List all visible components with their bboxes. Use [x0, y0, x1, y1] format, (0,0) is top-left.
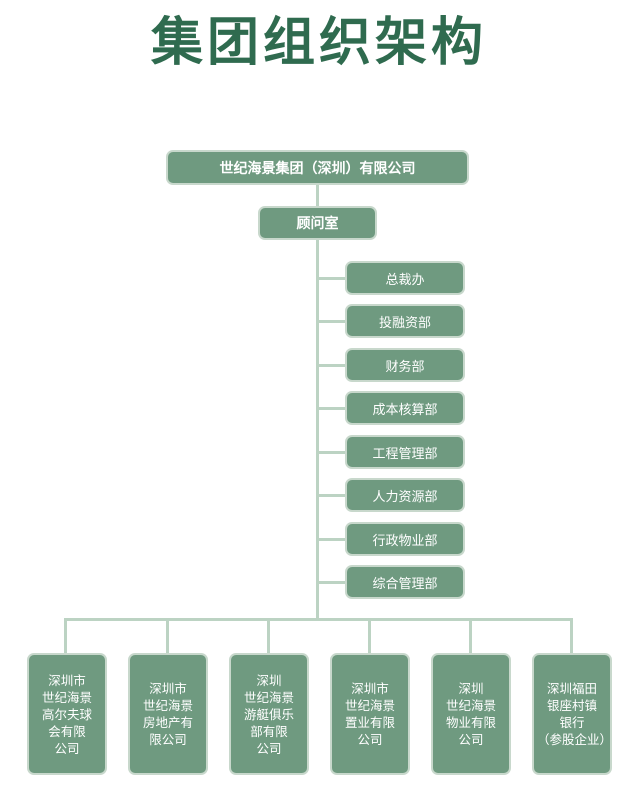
dept-box-investment-financing: 投融资部: [345, 304, 465, 338]
connector-dept-branch: [316, 494, 346, 497]
subsidiary-line: 银座村镇: [546, 698, 597, 713]
page-title: 集团组织架构: [150, 12, 487, 73]
subsidiary-line: 部有限: [250, 723, 288, 739]
connector-main-trunk: [316, 240, 319, 620]
connector-dept-branch: [316, 581, 346, 584]
dept-box-engineering: 工程管理部: [345, 435, 465, 469]
subsidiary-box-golf: 深圳市 世纪海景 高尔夫球 会有限 公司: [27, 653, 107, 775]
subsidiary-line: 世纪海景: [41, 689, 92, 705]
subsidiary-line: 世纪海景: [344, 698, 395, 713]
subsidiary-line: 物业有限: [445, 715, 496, 730]
subsidiary-line: 房地产有: [142, 715, 193, 730]
subsidiary-line: （参股企业）: [537, 732, 613, 747]
subsidiary-line: 公司: [256, 740, 282, 756]
subsidiary-line: 深圳市: [149, 681, 187, 696]
subsidiary-line: 深圳: [458, 681, 484, 696]
connector-subsidiary-branch: [64, 618, 67, 654]
connector-horizontal-bus: [65, 618, 573, 621]
subsidiary-line: 公司: [357, 732, 383, 747]
dept-box-admin-property: 行政物业部: [345, 522, 465, 556]
subsidiary-line: 游艇俱乐: [243, 706, 294, 722]
subsidiary-line: 公司: [54, 740, 80, 756]
connector-dept-branch: [316, 451, 346, 454]
dept-box-general-management: 综合管理部: [345, 565, 465, 599]
connector-dept-branch: [316, 407, 346, 410]
group-company-box: 世纪海景集团（深圳）有限公司: [166, 150, 469, 185]
subsidiary-line: 高尔夫球: [41, 706, 92, 722]
connector-subsidiary-branch: [267, 618, 270, 654]
connector-dept-branch: [316, 364, 346, 367]
dept-box-human-resources: 人力资源部: [345, 478, 465, 512]
connector-subsidiary-branch: [166, 618, 169, 654]
subsidiary-line: 深圳: [256, 672, 282, 688]
subsidiary-box-property-holding: 深圳市 世纪海景 置业有限 公司: [330, 653, 410, 775]
dept-box-finance: 财务部: [345, 348, 465, 382]
subsidiary-line: 深圳市: [351, 681, 389, 696]
connector-dept-branch: [316, 320, 346, 323]
subsidiary-box-property-management: 深圳 世纪海景 物业有限 公司: [431, 653, 511, 775]
subsidiary-line: 深圳福田: [546, 681, 597, 696]
connector-dept-branch: [316, 277, 346, 280]
dept-box-cost-accounting: 成本核算部: [345, 391, 465, 425]
connector-dept-branch: [316, 538, 346, 541]
advisor-office-box: 顾问室: [258, 206, 377, 240]
dept-box-president-office: 总裁办: [345, 261, 465, 295]
subsidiary-line: 深圳市: [48, 672, 86, 688]
subsidiary-line: 限公司: [149, 732, 187, 747]
subsidiary-box-yacht-club: 深圳 世纪海景 游艇俱乐 部有限 公司: [229, 653, 309, 775]
subsidiary-line: 置业有限: [344, 715, 395, 730]
subsidiary-box-village-bank: 深圳福田 银座村镇 银行 （参股企业）: [532, 653, 612, 775]
subsidiary-line: 世纪海景: [142, 698, 193, 713]
subsidiary-line: 公司: [458, 732, 484, 747]
connector-subsidiary-branch: [570, 618, 573, 654]
connector-top-advisor: [316, 185, 319, 206]
subsidiary-line: 世纪海景: [243, 689, 294, 705]
connector-subsidiary-branch: [469, 618, 472, 654]
subsidiary-line: 银行: [559, 715, 585, 730]
subsidiary-line: 会有限: [48, 723, 86, 739]
subsidiary-box-real-estate: 深圳市 世纪海景 房地产有 限公司: [128, 653, 208, 775]
connector-subsidiary-branch: [368, 618, 371, 654]
subsidiary-line: 世纪海景: [445, 698, 496, 713]
